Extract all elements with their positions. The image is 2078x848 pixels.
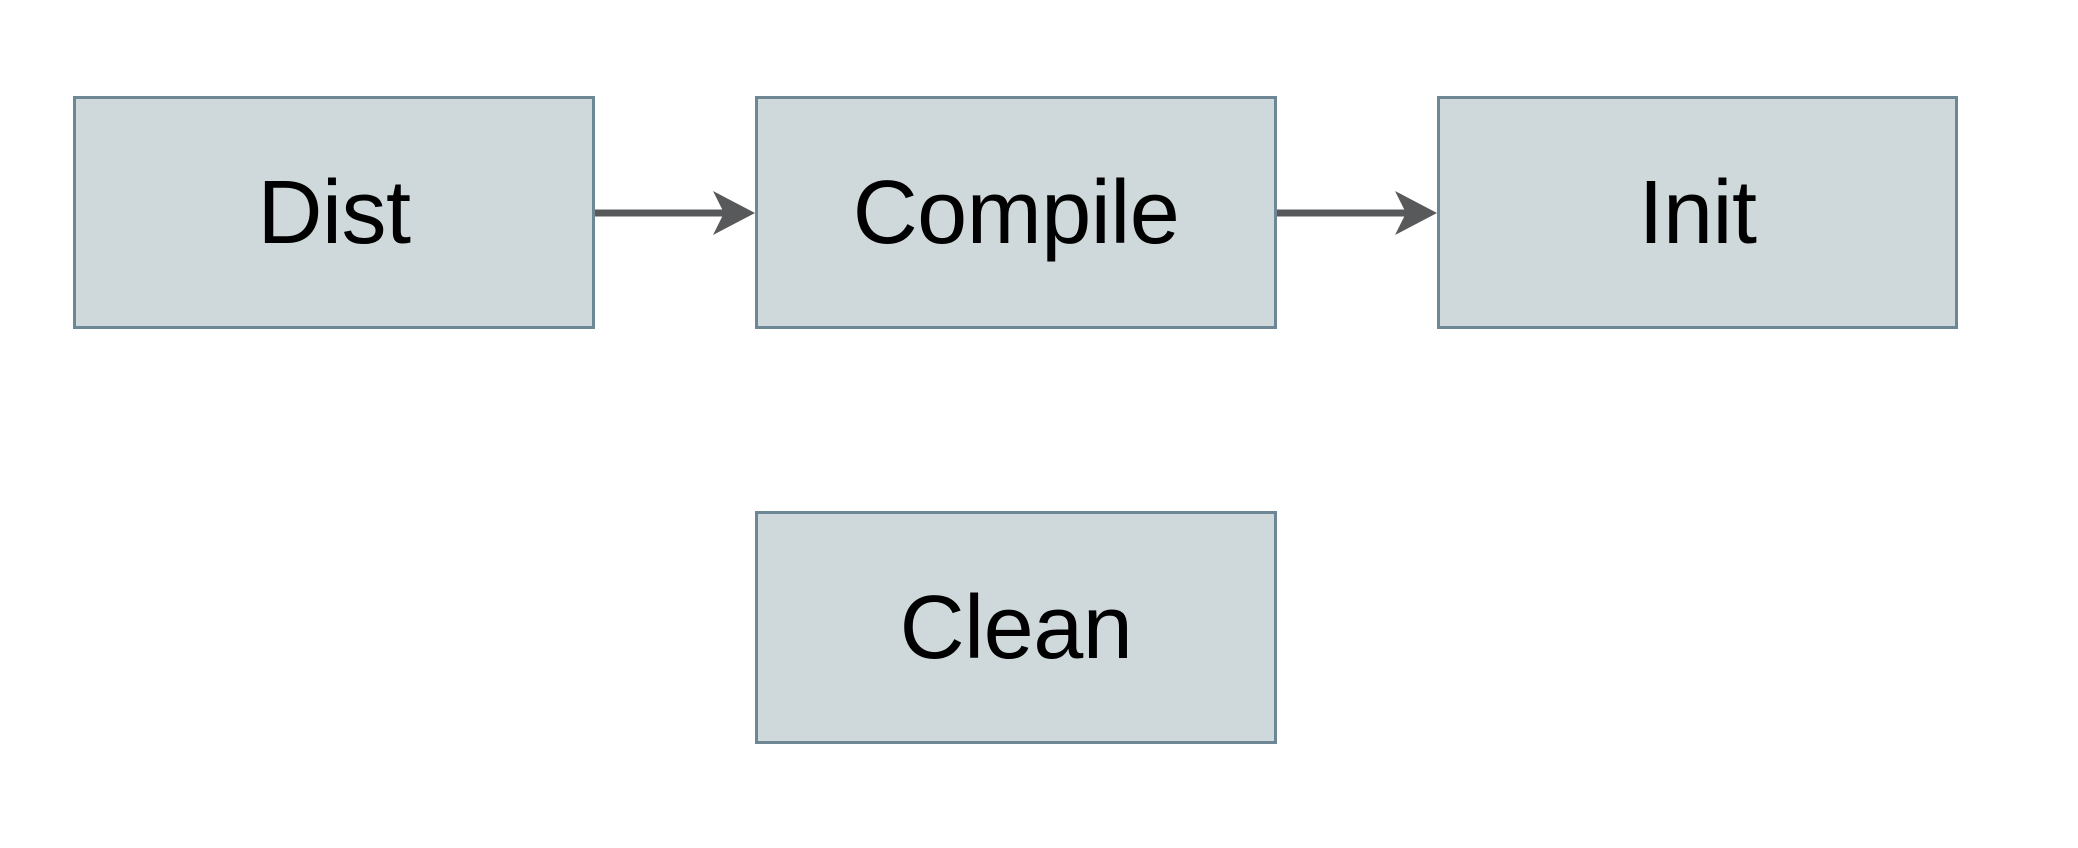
node-init[interactable]: Init	[1437, 96, 1958, 329]
node-clean[interactable]: Clean	[755, 511, 1277, 744]
node-dist[interactable]: Dist	[73, 96, 595, 329]
arrow-icon	[595, 191, 755, 235]
edge-compile-to-init[interactable]	[1277, 183, 1437, 243]
node-compile[interactable]: Compile	[755, 96, 1277, 329]
node-dist-label: Dist	[257, 162, 412, 263]
node-init-label: Init	[1638, 162, 1757, 263]
arrow-icon	[1277, 191, 1437, 235]
node-clean-label: Clean	[899, 577, 1133, 678]
node-compile-label: Compile	[852, 162, 1180, 263]
edge-dist-to-compile[interactable]	[595, 183, 755, 243]
